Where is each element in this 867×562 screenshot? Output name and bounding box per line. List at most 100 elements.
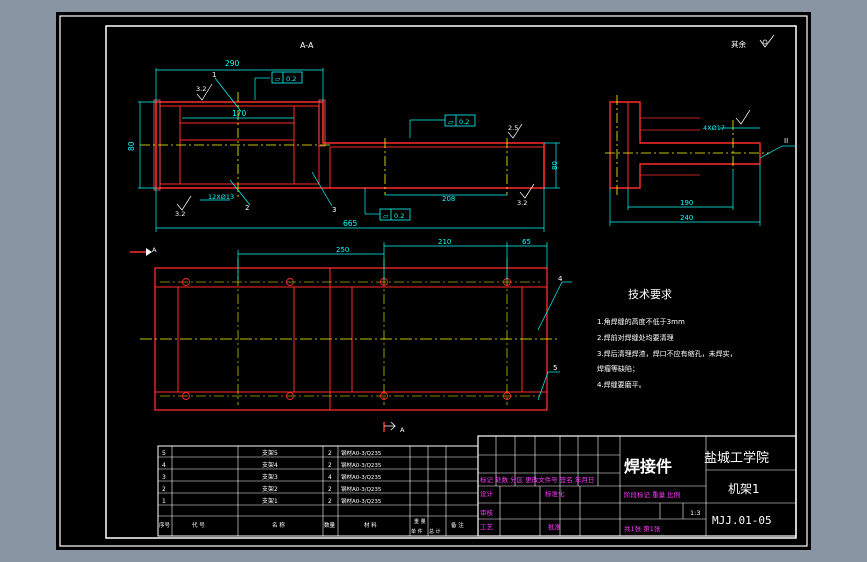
- title-grid: [478, 436, 796, 536]
- tech-title: 技术要求: [628, 288, 672, 301]
- bom-row-2-material: 钢材A0-3/Q235: [341, 485, 382, 493]
- drawing-name: 焊接件: [624, 457, 672, 476]
- svg-text:0.2: 0.2: [286, 75, 296, 83]
- tech-item-2: 2.焊前对焊缝处均要清理: [597, 333, 674, 342]
- bom-header-weight: 重 量: [414, 518, 426, 525]
- svg-text:0.2: 0.2: [459, 118, 469, 126]
- sheets-label: 共1张 第1张: [624, 524, 661, 533]
- bom-header-no: 序号: [159, 521, 171, 529]
- flatness-frame-bottom: ▱ 0.2: [379, 208, 411, 221]
- arrow-label-top: A: [152, 246, 157, 254]
- bom-row-1-name: 支架1: [262, 497, 278, 505]
- side-roughness-icon: [735, 109, 751, 125]
- bom-row-4-name: 支架4: [262, 461, 278, 469]
- dim-170: 170: [232, 109, 247, 118]
- flatness-icon: ▱: [383, 212, 389, 220]
- dim-250: 250: [336, 246, 349, 254]
- tech-item-4: 4.焊缝要磨平。: [597, 380, 646, 389]
- plan-holes: [182, 278, 511, 400]
- dim-190: 190: [680, 199, 693, 207]
- school-name: 盐城工学院: [704, 450, 769, 466]
- bom-header-unit: 单 件: [411, 528, 423, 535]
- bom-row-4-qty: 2: [328, 462, 332, 469]
- bom-grid: [158, 446, 478, 536]
- bom-row-4-no: 4: [162, 462, 166, 469]
- svg-text:0.2: 0.2: [394, 212, 404, 220]
- bom-row-5-qty: 2: [328, 450, 332, 457]
- bom-row-5-name: 支架5: [262, 449, 278, 457]
- roughness-other-label: 其余: [731, 39, 746, 49]
- section-view: A-A: [127, 41, 560, 232]
- bom-row-2-qty: 2: [328, 486, 332, 493]
- plan-dim-lines: [237, 242, 572, 401]
- drawing-number: MJJ.01-05: [712, 514, 772, 527]
- bom-row-2-name: 支架2: [262, 485, 278, 493]
- bom-row-4-material: 钢材A0-3/Q235: [341, 461, 382, 469]
- balloon-5: 5: [553, 364, 557, 372]
- dim-208: 208: [442, 195, 455, 203]
- dim-210: 210: [438, 238, 451, 246]
- part-name: 机架1: [728, 482, 760, 496]
- bom-header-remark: 备 注: [451, 521, 464, 529]
- dim-665: 665: [343, 219, 358, 228]
- bom-row-1-material: 钢材A0-3/Q235: [341, 497, 382, 505]
- bom-row-3-name: 支架3: [262, 473, 278, 481]
- balloon-2: 2: [245, 204, 249, 212]
- standard-label: 标准化: [545, 489, 565, 498]
- dim-290: 290: [225, 59, 240, 68]
- balloon-1: 1: [212, 71, 216, 79]
- tech-item-3: 3.焊后清理焊渣，焊口不应有缩孔，未焊实，: [597, 349, 737, 358]
- tech-item-3b: 焊瘤等缺陷；: [597, 364, 639, 373]
- title-block: 焊接件 盐城工学院 机架1 MJJ.01-05 标记 处数 分区 更改文件号 签…: [477, 435, 797, 537]
- arrow-label-bottom: A: [400, 426, 405, 434]
- section-label: A-A: [300, 41, 314, 50]
- tech-item-1: 1.角焊缝的高度不低于3mm: [597, 317, 685, 326]
- stage-row: 阶段标记 重量 比例: [624, 490, 680, 499]
- roughness-symbols: [176, 83, 535, 211]
- dim-240: 240: [680, 214, 693, 222]
- bom-header-qty: 数量: [324, 521, 336, 529]
- bom-row-3-no: 3: [162, 474, 166, 481]
- bom-row-5-material: 钢材A0-3/Q235: [341, 449, 382, 457]
- bom-header-code: 代 号: [192, 521, 205, 529]
- section-dim-lines: [138, 68, 560, 232]
- bom-row-2-no: 2: [162, 486, 166, 493]
- flatness-frame-top: ▱ 0.2: [271, 71, 303, 84]
- flatness-icon: ▱: [275, 75, 281, 83]
- design-label: 设计: [480, 489, 494, 498]
- dim-4x017: 4XØ17: [703, 124, 725, 132]
- dim-65: 65: [522, 238, 531, 246]
- approve-label: 批准: [548, 522, 562, 531]
- inner-frame: [105, 25, 797, 539]
- tech-requirements: 技术要求 1.角焊缝的高度不低于3mm 2.焊前对焊缝处均要清理 3.焊后清理焊…: [597, 288, 737, 389]
- bom-row-3-qty: 4: [328, 474, 332, 481]
- plan-view: A A 250: [130, 238, 572, 434]
- flatness-icon: ▱: [448, 118, 454, 126]
- balloon-II: II: [784, 137, 788, 145]
- bom-row-1-no: 1: [162, 498, 166, 505]
- process-label: 工艺: [480, 523, 494, 531]
- review-label: 审核: [480, 508, 494, 517]
- roughness-32-b: 3.2: [175, 210, 185, 218]
- roughness-25: 2.5: [508, 124, 518, 132]
- bom-header-material: 材 料: [364, 521, 377, 529]
- bom-table: 5 支架5 2 钢材A0-3/Q235 4 支架4 2 钢材A0-3/Q235 …: [157, 445, 479, 537]
- bom-row-1-qty: 2: [328, 498, 332, 505]
- roughness-check-icon: [759, 34, 775, 48]
- revision-row: 标记 处数 分区 更改文件号 签名 年月日: [480, 475, 594, 484]
- balloon-4: 4: [558, 275, 563, 283]
- scale-value: 1:3: [690, 509, 700, 517]
- roughness-32-c: 3.2: [517, 199, 527, 207]
- side-view: 190 240 4XØ17 II 其余: [605, 34, 795, 226]
- bom-header-total: 总 计: [429, 528, 441, 535]
- bom-row-5-no: 5: [162, 450, 166, 457]
- side-dim-lines: [609, 127, 795, 226]
- weld-middle: [318, 99, 326, 147]
- roughness-32-a: 3.2: [196, 85, 206, 93]
- dim-hole-12x13: 12XØ13: [208, 193, 234, 201]
- bom-row-3-material: 钢材A0-3/Q235: [341, 473, 382, 481]
- dim-80-right: 80: [551, 161, 559, 170]
- flatness-frame-arm: ▱ 0.2: [444, 114, 476, 127]
